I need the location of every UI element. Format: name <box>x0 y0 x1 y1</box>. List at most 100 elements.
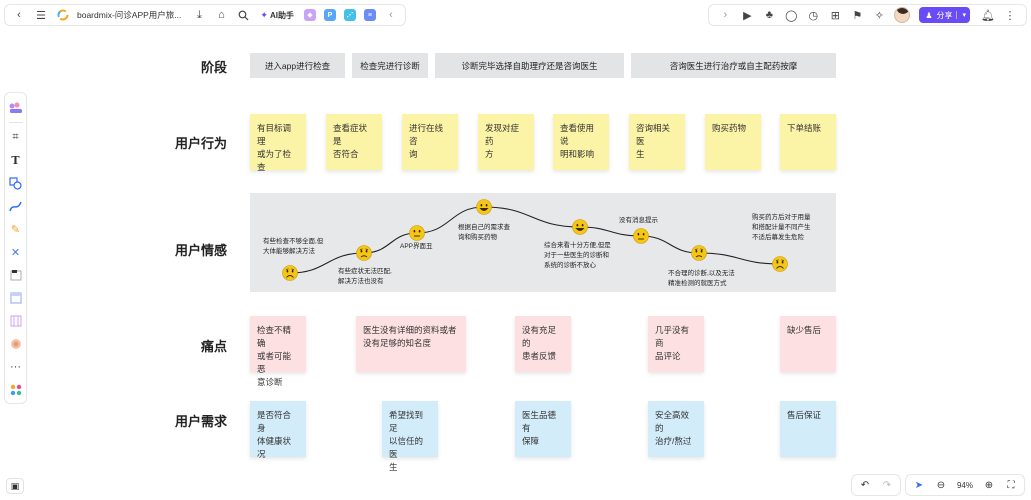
more-icon[interactable]: ··· <box>10 361 21 373</box>
need-sticky-4[interactable]: 安全高效的 治疗/熬过 <box>648 401 704 457</box>
top-bar: ‹ ☰ boardmix-问诊APP用户旅... ⤓ ⌂ ✦ AI助手 ◆ P … <box>0 0 1031 30</box>
text-icon[interactable]: T <box>11 153 20 167</box>
zoom-out-icon[interactable]: ⊖ <box>936 479 946 491</box>
boardmix-logo-icon <box>53 5 73 25</box>
zoom-controls: ➤ ⊖ 94% ⊕ ⛶ <box>905 474 1025 496</box>
frame-icon[interactable]: ⌗ <box>12 130 19 143</box>
pain-sticky-5[interactable]: 缺少售后 <box>780 316 836 372</box>
tag-icon[interactable]: ⌂ <box>218 9 225 21</box>
save-icon[interactable]: ⤓ <box>196 8 202 21</box>
happy-face-icon <box>572 219 588 235</box>
chevron-down-icon[interactable]: ▾ <box>956 11 966 19</box>
behavior-sticky-7[interactable]: 购买药物 <box>705 114 761 170</box>
timer-icon[interactable]: ◷ <box>808 9 819 22</box>
neutral-face-icon <box>633 228 649 244</box>
minimap-icon[interactable]: ▣ <box>6 478 24 494</box>
emotion-note-6: 没有消息提示 <box>619 217 658 224</box>
need-sticky-3[interactable]: 医生品德有 保障 <box>515 401 571 457</box>
behavior-sticky-2[interactable]: 查看症状是 否符合 <box>326 114 382 170</box>
pain-sticky-2[interactable]: 医生没有详细的资料或者 没有足够的知名度 <box>356 316 466 372</box>
behavior-sticky-8[interactable]: 下单结账 <box>780 114 836 170</box>
share-button[interactable]: ♟ 分享 ▾ <box>919 7 970 23</box>
behavior-sticky-1[interactable]: 有目标调理 或为了检查 <box>250 114 306 172</box>
divider <box>8 122 23 123</box>
celebrate-icon[interactable]: ✧ <box>874 9 884 22</box>
more-icon[interactable]: ⋮ <box>1004 9 1016 22</box>
sad-face-icon <box>772 256 788 272</box>
zoom-in-icon[interactable]: ⊕ <box>984 479 994 491</box>
undo-icon[interactable]: ↶ <box>860 479 870 491</box>
emotion-note-2: 有些症状无法匹配, 解决方法也没有 <box>338 268 392 285</box>
ai-assistant-button[interactable]: ✦ AI助手 <box>255 6 299 24</box>
pain-sticky-4[interactable]: 几乎没有商 品评论 <box>648 316 704 372</box>
pain-sticky-3[interactable]: 没有充足的 患者反馈 <box>515 316 571 372</box>
stage-4[interactable]: 咨询医生进行治疗或自主配药按摩 <box>631 53 836 78</box>
menu-icon[interactable]: ☰ <box>36 9 46 22</box>
emotion-note-7: 不合理的诊断,以及无法 精准检测的就医方式 <box>668 270 735 287</box>
chart-icon[interactable]: ⊞ <box>830 9 840 22</box>
comment-icon[interactable]: ≡ <box>363 9 376 21</box>
table-icon[interactable] <box>7 289 25 307</box>
emotion-line <box>289 206 781 274</box>
avatar[interactable] <box>894 7 911 23</box>
stage-1[interactable]: 进入app进行检查 <box>250 53 345 78</box>
share-label: 分享 <box>936 10 953 20</box>
chat-icon[interactable]: ◯ <box>785 9 798 22</box>
emotion-note-1: 有些检查不够全面,但 大体能够解决方法 <box>263 238 324 255</box>
stage-2[interactable]: 检查完进行诊断 <box>352 53 428 78</box>
brush-icon[interactable]: ✎ <box>10 223 21 236</box>
sad-face-icon <box>282 265 298 281</box>
document-title[interactable]: boardmix-问诊APP用户旅... <box>77 10 182 20</box>
connector-icon[interactable]: ✕ <box>10 246 21 259</box>
row-label-pain: 痛点 <box>200 339 227 354</box>
expand-icon[interactable]: › <box>723 9 728 21</box>
top-left-toolbar: ‹ ☰ boardmix-问诊APP用户旅... ⤓ ⌂ ✦ AI助手 ◆ P … <box>4 4 406 26</box>
apps-icon[interactable] <box>7 381 25 399</box>
ai-assistant-label: AI助手 <box>269 10 294 20</box>
pointer-icon[interactable]: ➤ <box>914 479 924 491</box>
need-sticky-1[interactable]: 是否符合身 体健康状况 <box>250 401 306 459</box>
behavior-sticky-5[interactable]: 查看使用说 明和影响 <box>553 114 609 170</box>
ai-icon: ✦ <box>260 9 268 20</box>
row-label-stage: 阶段 <box>200 60 227 75</box>
collapse-icon[interactable]: ‹ <box>389 9 393 21</box>
fit-icon[interactable]: ⛶ <box>1007 479 1015 491</box>
back-icon[interactable]: ‹ <box>17 9 21 21</box>
behavior-sticky-6[interactable]: 咨询相关医 生 <box>629 114 685 170</box>
mindmap-icon[interactable] <box>7 312 25 330</box>
unhappy-face-icon <box>356 245 372 261</box>
share-node-icon[interactable]: ⋰ <box>343 9 356 21</box>
p-icon[interactable]: P <box>323 9 336 21</box>
shape-icon[interactable] <box>7 174 25 192</box>
need-sticky-2[interactable]: 希望找到足 以信任的医 生 <box>382 401 438 472</box>
notification-icon[interactable]: 🔔︎ <box>981 9 995 22</box>
emotion-note-4: 根据自己的需求查 询和购买药物 <box>458 224 510 241</box>
row-label-needs: 用户需求 <box>174 414 227 429</box>
search-icon[interactable] <box>233 5 253 25</box>
unhappy-face-icon <box>691 245 707 261</box>
emotion-note-3: APP界面丑 <box>400 243 433 250</box>
behavior-sticky-3[interactable]: 进行在线咨 询 <box>402 114 458 170</box>
left-toolbar: ⌗ T ✎ ✕ ··· <box>4 92 27 404</box>
zoom-level[interactable]: 94% <box>956 480 973 490</box>
emotion-panel[interactable]: 有些检查不够全面,但 大体能够解决方法 有些症状无法匹配, 解决方法也没有 AP… <box>250 193 836 292</box>
present-icon[interactable]: ♣ <box>765 9 773 21</box>
happy-face-icon <box>476 199 492 215</box>
behavior-sticky-4[interactable]: 发现对症药 方 <box>478 114 534 170</box>
template-icon[interactable] <box>7 99 25 117</box>
vote-icon[interactable]: ⚑ <box>852 9 863 22</box>
share-user-icon: ♟ <box>925 10 933 20</box>
stage-3[interactable]: 诊断完毕选择自助理疗还是咨询医生 <box>435 53 624 78</box>
stamp-icon[interactable] <box>7 335 25 353</box>
sticky-icon[interactable] <box>7 266 25 284</box>
play-icon[interactable]: ▶ <box>743 9 752 22</box>
row-label-emotion: 用户情感 <box>174 243 227 258</box>
pen-icon[interactable] <box>7 197 25 215</box>
history-controls: ↶ ↷ <box>851 474 901 496</box>
pain-sticky-1[interactable]: 检查不精确 或者可能恶 意诊断 <box>250 316 306 387</box>
emotion-note-5: 综合来看十分方便,但是 对于一些医生的诊断和 系统的诊断不放心 <box>544 242 611 269</box>
need-sticky-5[interactable]: 售后保证 <box>780 401 836 457</box>
emotion-curve <box>282 199 788 281</box>
redo-icon[interactable]: ↷ <box>882 479 892 491</box>
plugin-icon[interactable]: ◆ <box>303 9 316 21</box>
